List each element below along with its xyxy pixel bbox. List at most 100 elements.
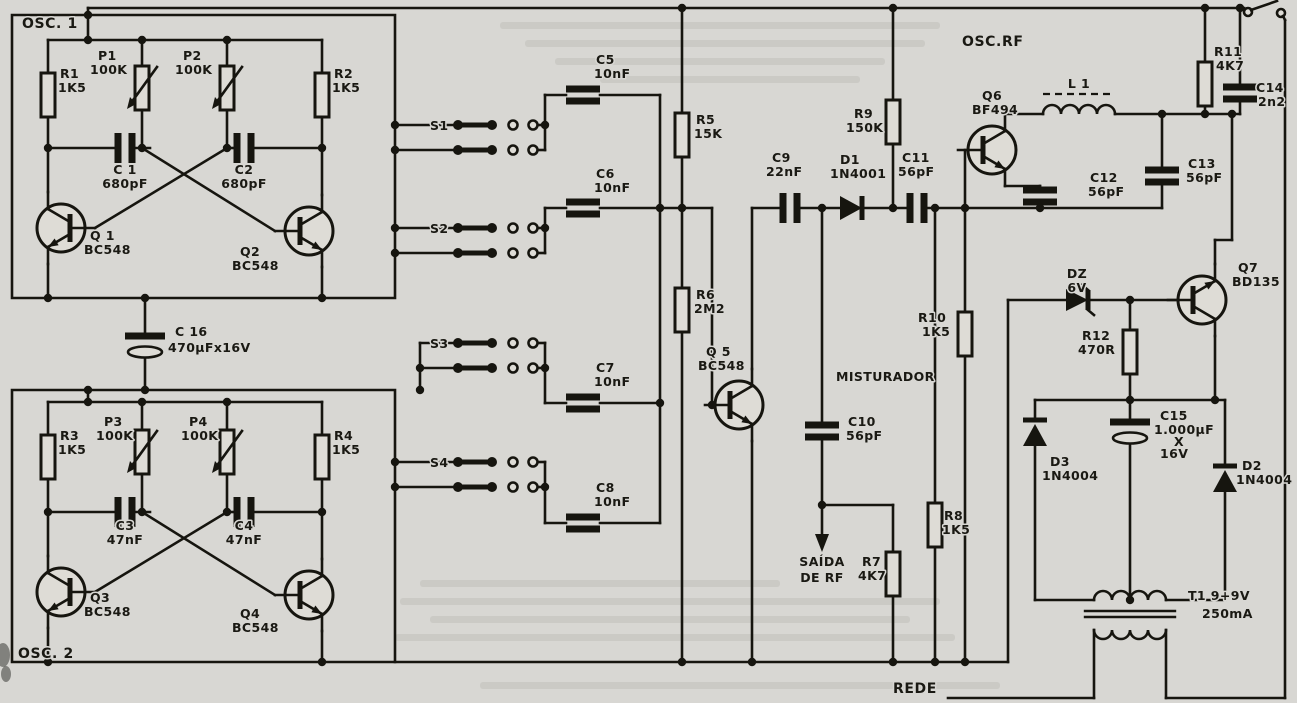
resistor-R12 bbox=[1121, 328, 1139, 376]
svg-text:4K7: 4K7 bbox=[1216, 58, 1244, 73]
svg-text:S4: S4 bbox=[430, 455, 449, 470]
svg-text:R6: R6 bbox=[696, 287, 715, 302]
svg-text:R12: R12 bbox=[1082, 328, 1110, 343]
power-switch bbox=[1242, 0, 1287, 22]
section-label-mixer: MISTURADOR bbox=[836, 369, 935, 384]
svg-text:L 1: L 1 bbox=[1068, 76, 1090, 91]
svg-text:R3: R3 bbox=[60, 428, 79, 443]
svg-text:R10: R10 bbox=[918, 310, 946, 325]
svg-text:100K: 100K bbox=[96, 428, 134, 443]
transistor-Q6 bbox=[958, 114, 1016, 186]
svg-text:Q 1: Q 1 bbox=[90, 228, 115, 243]
svg-text:Q6: Q6 bbox=[982, 88, 1002, 103]
svg-text:47nF: 47nF bbox=[107, 532, 143, 547]
svg-text:470µFx16V: 470µFx16V bbox=[168, 340, 251, 355]
svg-text:R9: R9 bbox=[854, 106, 873, 121]
svg-text:1.000µF: 1.000µF bbox=[1154, 422, 1214, 437]
section-label-osc1: OSC. 1 bbox=[22, 16, 78, 32]
svg-text:P1: P1 bbox=[98, 48, 117, 63]
capacitor-C2 bbox=[237, 133, 251, 163]
svg-text:Q3: Q3 bbox=[90, 590, 110, 605]
svg-text:T1 9+9V: T1 9+9V bbox=[1188, 588, 1250, 603]
svg-text:Q7: Q7 bbox=[1238, 260, 1258, 275]
svg-text:1N4004: 1N4004 bbox=[1236, 472, 1292, 487]
svg-text:1K5: 1K5 bbox=[58, 442, 86, 457]
svg-text:P2: P2 bbox=[183, 48, 202, 63]
svg-text:C11: C11 bbox=[902, 150, 930, 165]
svg-text:1K5: 1K5 bbox=[58, 80, 86, 95]
svg-text:10nF: 10nF bbox=[594, 374, 630, 389]
svg-text:C13: C13 bbox=[1188, 156, 1216, 171]
svg-text:56pF: 56pF bbox=[1186, 170, 1222, 185]
svg-text:BC548: BC548 bbox=[698, 358, 745, 373]
capacitor-C14 bbox=[1223, 87, 1257, 99]
svg-text:R4: R4 bbox=[334, 428, 353, 443]
capacitor-C7 bbox=[566, 397, 600, 409]
svg-text:C4: C4 bbox=[235, 518, 254, 533]
svg-text:1K5: 1K5 bbox=[332, 442, 360, 457]
svg-text:D1: D1 bbox=[840, 152, 860, 167]
svg-text:1K5: 1K5 bbox=[332, 80, 360, 95]
svg-text:680pF: 680pF bbox=[102, 176, 148, 191]
capacitor-C6 bbox=[566, 202, 600, 214]
potentiometer-P1 bbox=[125, 64, 159, 112]
svg-text:C5: C5 bbox=[596, 52, 615, 67]
resistor-R8 bbox=[926, 501, 944, 549]
svg-text:S2: S2 bbox=[430, 221, 449, 236]
diode-D1 bbox=[840, 196, 865, 220]
resistor-R3 bbox=[39, 433, 57, 481]
transistor-Q7 bbox=[1168, 264, 1226, 336]
resistor-R2 bbox=[313, 71, 331, 119]
svg-text:R11: R11 bbox=[1214, 44, 1242, 59]
svg-text:C14: C14 bbox=[1256, 80, 1284, 95]
selector-switch-S3 bbox=[453, 338, 538, 373]
svg-text:C6: C6 bbox=[596, 166, 615, 181]
svg-text:56pF: 56pF bbox=[846, 428, 882, 443]
svg-text:R5: R5 bbox=[696, 112, 715, 127]
svg-text:P4: P4 bbox=[189, 414, 208, 429]
wiring bbox=[10, 6, 1287, 700]
svg-text:Q4: Q4 bbox=[240, 606, 260, 621]
svg-text:10nF: 10nF bbox=[594, 180, 630, 195]
svg-text:1K5: 1K5 bbox=[942, 522, 970, 537]
svg-text:250mA: 250mA bbox=[1202, 606, 1253, 621]
svg-text:56pF: 56pF bbox=[898, 164, 934, 179]
svg-text:R7: R7 bbox=[862, 554, 881, 569]
svg-text:C 16: C 16 bbox=[175, 324, 208, 339]
transistor-Q4 bbox=[275, 559, 333, 631]
print-bleed bbox=[395, 22, 1000, 689]
diode-D2 bbox=[1213, 463, 1237, 492]
junction-dots bbox=[43, 3, 1245, 667]
svg-text:Q 5: Q 5 bbox=[706, 344, 731, 359]
capacitor-C1 bbox=[118, 133, 132, 163]
resistor-R9 bbox=[884, 98, 902, 146]
svg-text:D3: D3 bbox=[1050, 454, 1070, 469]
svg-text:DZ: DZ bbox=[1067, 266, 1087, 281]
svg-text:10nF: 10nF bbox=[594, 494, 630, 509]
svg-text:C12: C12 bbox=[1090, 170, 1118, 185]
svg-text:R1: R1 bbox=[60, 66, 79, 81]
zener-DZ bbox=[1066, 283, 1096, 317]
svg-text:22nF: 22nF bbox=[766, 164, 802, 179]
svg-text:S3: S3 bbox=[430, 336, 449, 351]
capacitor-C9 bbox=[783, 193, 797, 223]
electrolytic-C16 bbox=[125, 336, 165, 358]
svg-text:C2: C2 bbox=[235, 162, 254, 177]
svg-text:1N4004: 1N4004 bbox=[1042, 468, 1098, 483]
svg-text:100K: 100K bbox=[175, 62, 213, 77]
svg-text:C7: C7 bbox=[596, 360, 615, 375]
resistor-R5 bbox=[673, 111, 691, 159]
svg-text:56pF: 56pF bbox=[1088, 184, 1124, 199]
labels: OSC. 1 OSC. 2 OSC.RF MISTURADOR SAÍDA DE… bbox=[17, 15, 1294, 699]
svg-text:10nF: 10nF bbox=[594, 66, 630, 81]
svg-text:2M2: 2M2 bbox=[694, 301, 725, 316]
resistor-R4 bbox=[313, 433, 331, 481]
transistor-Q2 bbox=[275, 195, 333, 267]
svg-text:15K: 15K bbox=[694, 126, 723, 141]
capacitor-C10 bbox=[805, 425, 839, 437]
svg-text:X: X bbox=[1174, 434, 1184, 449]
svg-text:1N4001: 1N4001 bbox=[830, 166, 886, 181]
svg-text:BC548: BC548 bbox=[232, 620, 279, 635]
mains-label: REDE bbox=[893, 681, 937, 697]
